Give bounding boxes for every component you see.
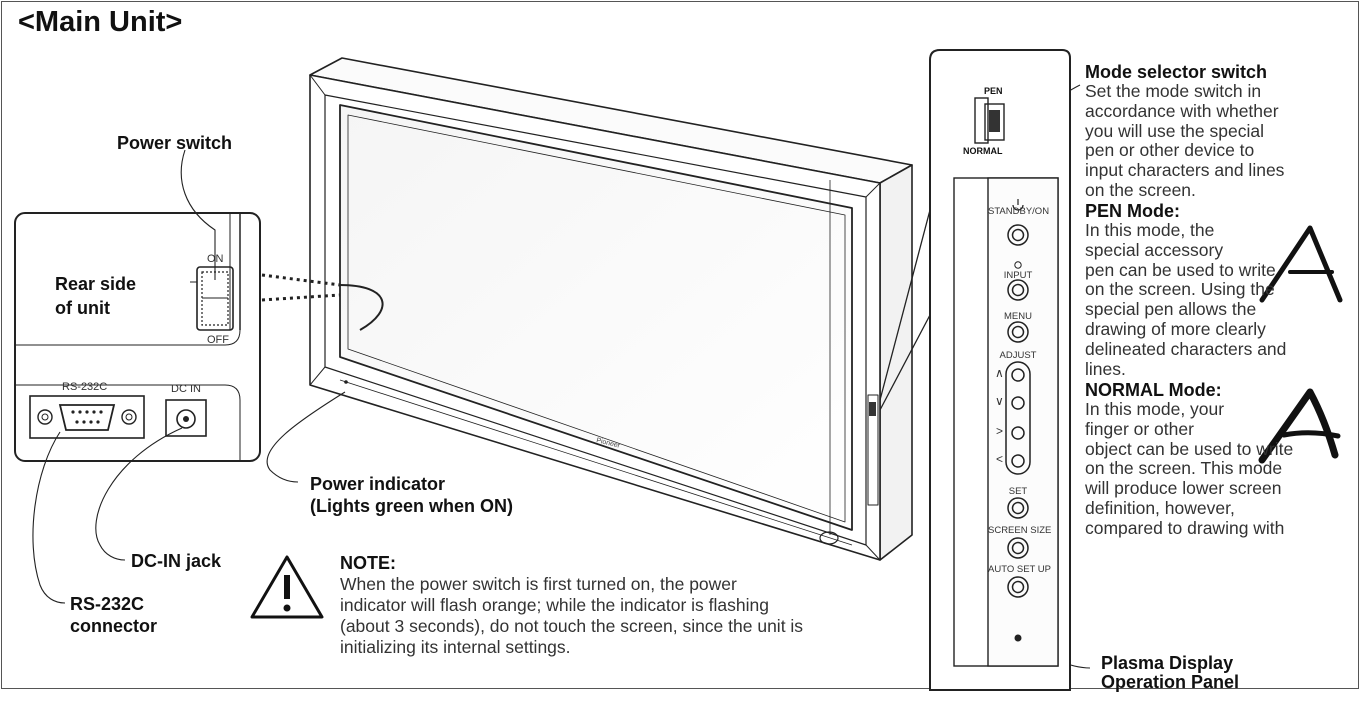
rear-inset — [14, 212, 261, 462]
page-frame — [1, 1, 1359, 689]
mode-intro-line: accordance with whether — [1085, 100, 1279, 121]
pen-mode-line: drawing of more clearly — [1085, 318, 1266, 339]
warning-icon — [250, 555, 324, 619]
mode-intro-line: on the screen. — [1085, 179, 1196, 200]
pen-mode-line: lines. — [1085, 358, 1126, 379]
normal-mode-line: on the screen. This mode — [1085, 458, 1283, 479]
rs232c-pins — [71, 410, 103, 424]
rear-rs232c-label: RS-232C — [62, 381, 108, 393]
power-indicator-label: Power indicator (Lights green when ON) — [310, 473, 513, 517]
plasma-display — [309, 57, 913, 561]
power-switch-label: Power switch — [117, 133, 233, 153]
mode-intro: Set the mode switch in accordance with w… — [1085, 81, 1285, 201]
rs232c-connector-label: RS-232C connector — [70, 593, 157, 637]
pen-mode-body: In this mode, the special accessory pen … — [1085, 220, 1287, 379]
operation-panel-label: Plasma Display Operation Panel — [1101, 654, 1239, 692]
note-line: (about 3 seconds), do not touch the scre… — [340, 616, 804, 636]
normal-mode-heading: NORMAL Mode: — [1085, 380, 1222, 400]
panel-screen-size: SCREEN SIZE — [988, 525, 1052, 536]
panel-up-arrow: ∧ — [995, 366, 1004, 380]
panel-auto-set-up: AUTO SET UP — [988, 564, 1051, 575]
panel-left-arrow: < — [996, 452, 1004, 466]
rear-side-label-line2: of unit — [55, 298, 110, 318]
rear-side-label-line1: Rear side — [55, 274, 137, 294]
dc-in-jack-label: DC-IN jack — [131, 551, 222, 571]
note-heading: NOTE: — [340, 553, 396, 573]
pen-mode-line: delineated characters and — [1085, 338, 1287, 359]
normal-mode-line: compared to drawing with — [1085, 517, 1285, 538]
mode-switch-pen: PEN — [984, 86, 1003, 96]
normal-mode-line: object can be used to write — [1085, 438, 1294, 459]
normal-mode-line: will produce lower screen — [1085, 478, 1282, 499]
normal-mode-body: In this mode, your finger or other objec… — [1085, 399, 1294, 539]
panel-adjust: ADJUST — [999, 350, 1037, 361]
pen-mode-line: special accessory — [1085, 239, 1224, 260]
rear-off-label: OFF — [207, 334, 229, 346]
panel-buttons — [1005, 199, 1031, 598]
note-line: initializing its internal settings. — [340, 637, 571, 657]
panel-standby-on: STANDBY/ON — [988, 206, 1050, 217]
operation-panel-line2: Operation Panel — [1101, 672, 1240, 692]
mode-switch-normal: NORMAL — [963, 146, 1003, 156]
normal-mode-line: definition, however, — [1085, 497, 1235, 518]
panel-set: SET — [1008, 486, 1028, 497]
rear-leader — [261, 273, 341, 302]
rs232c-line1: RS-232C — [70, 594, 145, 614]
pen-mode-line: pen can be used to write — [1085, 259, 1276, 280]
page-title: <Main Unit> — [18, 6, 183, 38]
mode-intro-line: you will use the special — [1085, 120, 1264, 141]
indicator-dot — [1014, 634, 1022, 642]
operation-panel-line1: Plasma Display — [1101, 653, 1234, 673]
power-indicator-line1: Power indicator — [310, 474, 446, 494]
rear-side-label: Rear side of unit — [55, 272, 136, 320]
pen-mode-line: In this mode, the — [1085, 220, 1215, 240]
mode-intro-line: input characters and lines — [1085, 160, 1285, 181]
pen-letter-a-icon — [1259, 225, 1343, 303]
pen-mode-heading: PEN Mode: — [1085, 201, 1181, 221]
rs232c-line2: connector — [70, 616, 158, 636]
note-body: When the power switch is first turned on… — [340, 574, 803, 658]
mode-intro-line: pen or other device to — [1085, 140, 1255, 161]
pen-mode-line: special pen allows the — [1085, 299, 1257, 320]
panel-right-arrow: > — [996, 424, 1004, 438]
panel-down-arrow: ∨ — [995, 394, 1004, 408]
rear-on-label: ON — [207, 253, 224, 265]
mode-selector-heading: Mode selector switch — [1085, 62, 1268, 82]
panel-menu: MENU — [1004, 311, 1032, 322]
operation-panel-art — [879, 49, 1071, 691]
normal-mode-line: In this mode, your — [1085, 399, 1225, 419]
note-line: When the power switch is first turned on… — [340, 574, 737, 594]
normal-letter-a-icon — [1258, 388, 1341, 464]
rear-dcin-label: DC IN — [171, 383, 201, 395]
mode-intro-line: Set the mode switch in — [1085, 81, 1262, 101]
note-line: indicator will flash orange; while the i… — [340, 595, 769, 615]
pen-mode-line: on the screen. Using the — [1085, 279, 1275, 300]
panel-input: INPUT — [1003, 270, 1033, 281]
normal-mode-line: finger or other — [1085, 418, 1194, 439]
power-indicator-line2: (Lights green when ON) — [310, 496, 514, 516]
